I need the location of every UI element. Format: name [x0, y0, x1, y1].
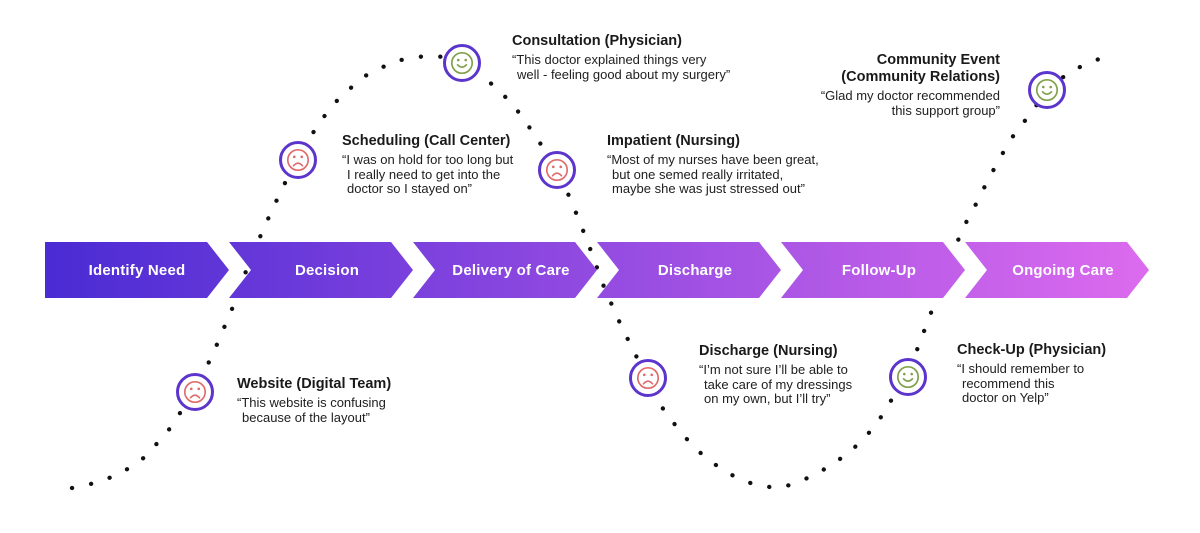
touchpoint-quote-line: but one semed really irritated,: [612, 166, 784, 182]
touchpoint-quote-line: “This doctor explained things very: [512, 52, 707, 67]
touchpoint-discharge: Discharge (Nursing) “I’m not sure I’ll b…: [699, 343, 852, 407]
sad-face-icon: [538, 151, 576, 189]
touchpoint-quote-line: “Most of my nurses have been great,: [607, 152, 819, 167]
touchpoint-title: Community Event: [876, 52, 1000, 68]
touchpoint-quote-line: “I should remember to: [957, 361, 1085, 376]
touchpoint-quote-line: maybe she was just stressed out”: [612, 181, 805, 196]
stage-label: Discharge: [657, 261, 733, 279]
touchpoint-community-event: Community Event (Community Relations) “G…: [730, 52, 1000, 118]
touchpoint-quote-line: doctor on Yelp”: [962, 390, 1049, 405]
touchpoint-quote-line: “Glad my doctor recommended: [820, 88, 1000, 103]
stage-label: Ongoing Care: [1012, 261, 1114, 279]
stage-label: Follow-Up: [841, 261, 917, 279]
touchpoint-title-line2: (Community Relations): [841, 69, 1000, 85]
touchpoint-title: Consultation (Physician): [512, 33, 682, 49]
happy-face-icon: [889, 358, 927, 396]
touchpoint-impatient: Impatient (Nursing) “Most of my nurses h…: [607, 133, 819, 197]
touchpoint-website: Website (Digital Team) “This website is …: [237, 376, 391, 425]
touchpoint-title: Impatient (Nursing): [607, 133, 740, 149]
stage-ongoing-care: Ongoing Care: [965, 242, 1149, 298]
touchpoint-consultation: Consultation (Physician) “This doctor ex…: [512, 33, 730, 82]
touchpoint-quote-line: take care of my dressings: [704, 376, 853, 392]
touchpoint-quote-line: “This website is confusing: [237, 395, 386, 410]
stage-decision: Decision: [229, 242, 413, 298]
touchpoint-quote-line: on my own, but I’ll try”: [704, 391, 831, 406]
touchpoint-title: Scheduling (Call Center): [342, 133, 511, 149]
touchpoint-quote-line: “I’m not sure I’ll be able to: [699, 362, 848, 377]
stage-label: Decision: [294, 261, 360, 279]
stage-follow-up: Follow-Up: [781, 242, 965, 298]
stage-label: Identify Need: [88, 261, 186, 279]
journey-stage-band: Identify Need Decision Delivery of Care …: [45, 242, 1149, 298]
touchpoint-quote-line: “I was on hold for too long but: [342, 152, 514, 167]
touchpoint-quote-line: well - feeling good about my surgery”: [517, 66, 731, 82]
touchpoint-check-up: Check-Up (Physician) “I should remember …: [957, 342, 1106, 406]
touchpoint-title: Check-Up (Physician): [957, 342, 1107, 358]
touchpoint-scheduling: Scheduling (Call Center) “I was on hold …: [342, 133, 513, 197]
touchpoint-quote-line: because of the layout”: [242, 409, 370, 425]
stage-label: Delivery of Care: [452, 261, 570, 279]
touchpoint-quote-line: I really need to get into the: [347, 166, 501, 182]
stage-delivery-of-care: Delivery of Care: [413, 242, 597, 298]
touchpoint-title: Website (Digital Team): [237, 376, 392, 392]
touchpoint-quote-line: this support group”: [891, 102, 1000, 118]
touchpoint-title: Discharge (Nursing): [699, 343, 838, 359]
sad-face-icon: [629, 359, 667, 397]
stage-identify-need: Identify Need: [45, 242, 229, 298]
sad-face-icon: [279, 141, 317, 179]
happy-face-icon: [443, 44, 481, 82]
sad-face-icon: [176, 373, 214, 411]
touchpoint-quote-line: doctor so I stayed on”: [347, 181, 473, 196]
stage-discharge: Discharge: [597, 242, 781, 298]
happy-face-icon: [1028, 71, 1066, 109]
touchpoint-quote-line: recommend this: [962, 375, 1055, 391]
